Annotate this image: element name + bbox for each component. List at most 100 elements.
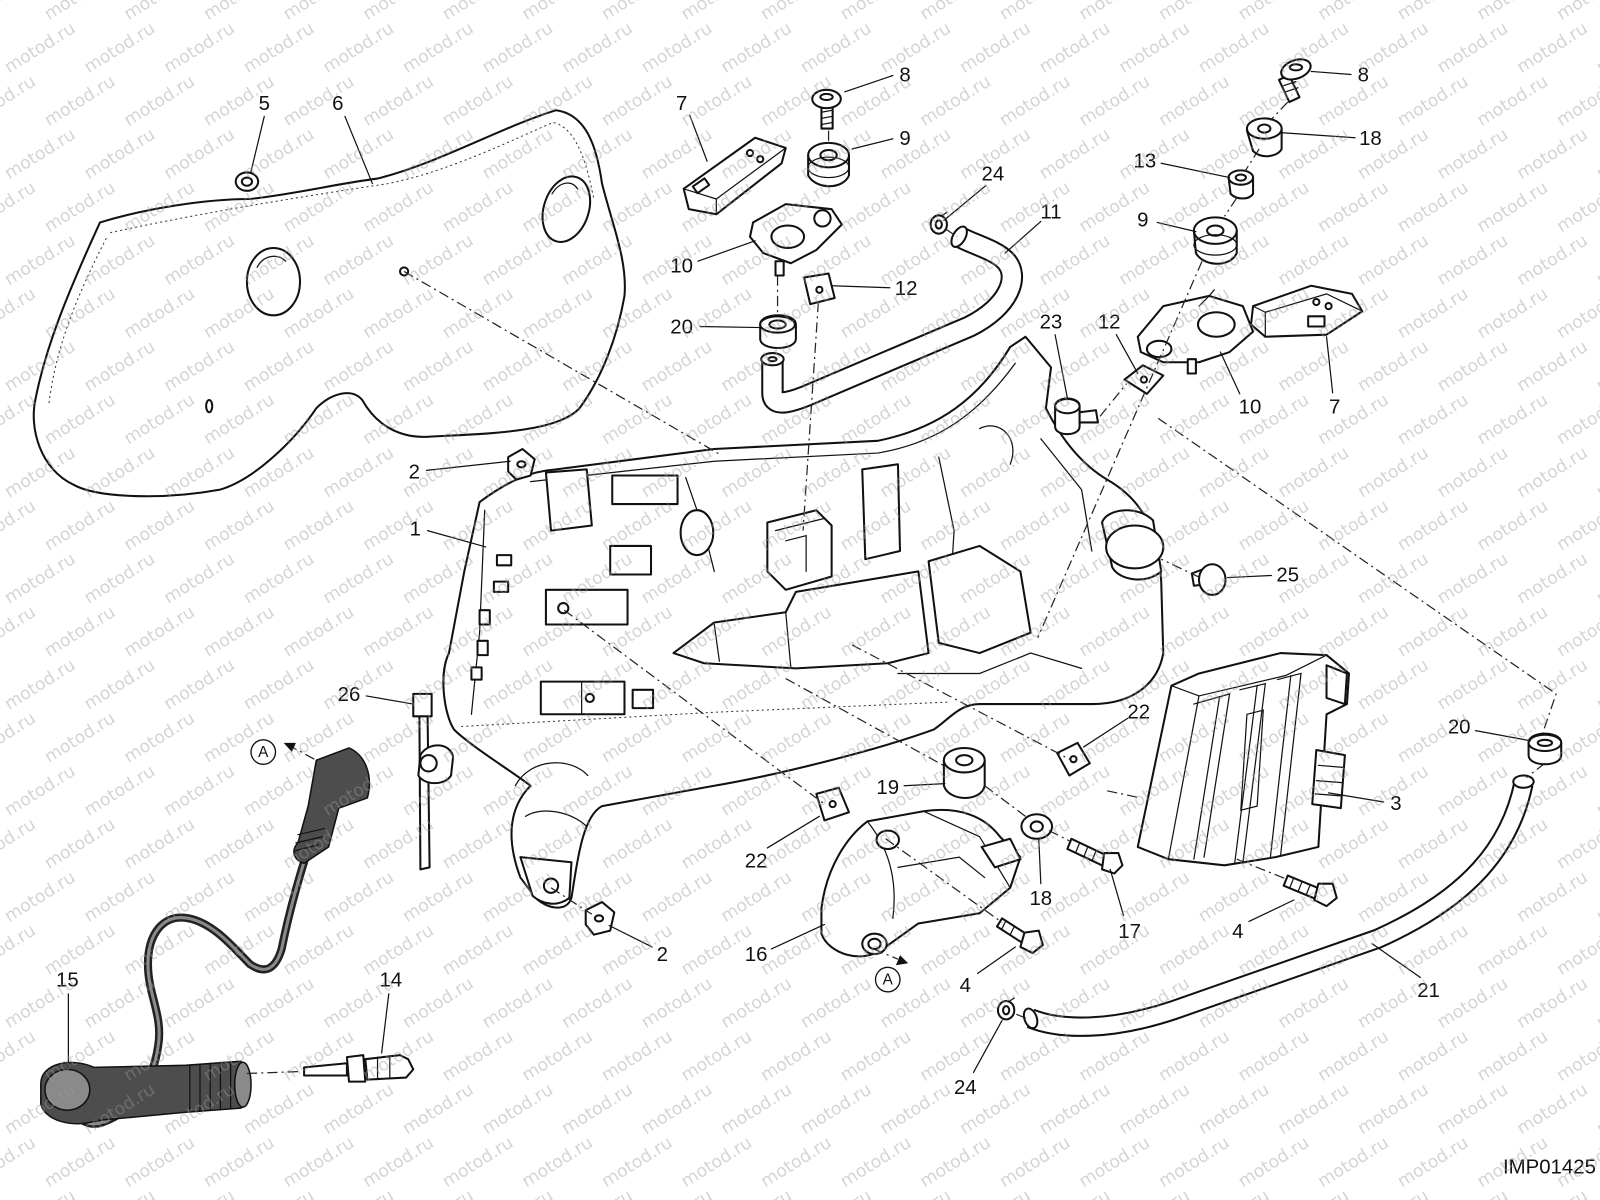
watermark-text: motod.ru bbox=[1593, 549, 1600, 608]
part-7-connector-right bbox=[1250, 284, 1364, 338]
watermark-text: motod.ru bbox=[1155, 602, 1233, 661]
part-13-sleeve bbox=[1227, 169, 1255, 200]
callout-12: 12 bbox=[895, 278, 918, 300]
watermark-text: motod.ru bbox=[797, 19, 875, 78]
watermark-text: motod.ru bbox=[718, 19, 796, 78]
watermark-text: motod.ru bbox=[81, 1186, 159, 1200]
watermark-text: motod.ru bbox=[1394, 284, 1472, 343]
watermark-text: motod.ru bbox=[240, 1186, 318, 1200]
part-5-washer bbox=[234, 171, 260, 192]
watermark-text: motod.ru bbox=[1354, 1080, 1432, 1139]
watermark-text: motod.ru bbox=[240, 19, 318, 78]
watermark-text: motod.ru bbox=[479, 974, 557, 1033]
callout-21: 21 bbox=[1417, 980, 1440, 1002]
watermark-text: motod.ru bbox=[598, 72, 676, 131]
watermark-text: motod.ru bbox=[678, 72, 756, 131]
watermark-text: motod.ru bbox=[678, 0, 756, 25]
watermark-text: motod.ru bbox=[0, 0, 39, 25]
watermark-text: motod.ru bbox=[757, 1133, 835, 1192]
watermark-text: motod.ru bbox=[1076, 0, 1154, 25]
watermark-text: motod.ru bbox=[638, 19, 716, 78]
callout-1: 1 bbox=[410, 519, 421, 541]
callout-6: 6 bbox=[332, 93, 343, 115]
callout-3: 3 bbox=[1390, 793, 1401, 815]
watermark-text: motod.ru bbox=[479, 1080, 557, 1139]
part-25-push-rivet bbox=[1190, 563, 1227, 596]
watermark-text: motod.ru bbox=[956, 19, 1034, 78]
callout-9: 9 bbox=[1137, 210, 1148, 232]
watermark-text: motod.ru bbox=[1434, 443, 1512, 502]
watermark-text: motod.ru bbox=[1513, 868, 1591, 927]
watermark-text: motod.ru bbox=[359, 602, 437, 661]
watermark-text: motod.ru bbox=[0, 1133, 39, 1192]
watermark-text: motod.ru bbox=[1354, 231, 1432, 290]
watermark-text: motod.ru bbox=[81, 761, 159, 820]
watermark-text: motod.ru bbox=[240, 974, 318, 1033]
callout-17: 17 bbox=[1118, 921, 1141, 943]
watermark-text: motod.ru bbox=[1434, 549, 1512, 608]
watermark-text: motod.ru bbox=[1076, 1133, 1154, 1192]
watermark-text: motod.ru bbox=[439, 0, 517, 25]
watermark-text: motod.ru bbox=[558, 1080, 636, 1139]
part-2-clip-lower bbox=[584, 901, 616, 936]
watermark-text: motod.ru bbox=[1513, 1080, 1591, 1139]
part-21-hose bbox=[1022, 774, 1535, 1037]
part-1-tray bbox=[442, 335, 1165, 909]
watermark-text: motod.ru bbox=[1553, 0, 1600, 25]
watermark-text: motod.ru bbox=[797, 974, 875, 1033]
watermark-text: motod.ru bbox=[1593, 655, 1600, 714]
watermark-text: motod.ru bbox=[1275, 1080, 1353, 1139]
watermark-text: motod.ru bbox=[1116, 231, 1194, 290]
watermark-text: motod.ru bbox=[519, 0, 597, 25]
watermark-text: motod.ru bbox=[121, 72, 199, 131]
watermark-text: motod.ru bbox=[1513, 1186, 1591, 1200]
watermark-text: motod.ru bbox=[558, 974, 636, 1033]
watermark-text: motod.ru bbox=[399, 19, 477, 78]
watermark-text: motod.ru bbox=[1394, 815, 1472, 874]
callout-2: 2 bbox=[409, 462, 420, 484]
watermark-text: motod.ru bbox=[718, 1186, 796, 1200]
callout-10: 10 bbox=[1239, 396, 1262, 418]
watermark-text: motod.ru bbox=[0, 602, 39, 661]
watermark-text: motod.ru bbox=[240, 868, 318, 927]
watermark-text: motod.ru bbox=[1434, 974, 1512, 1033]
watermark-text: motod.ru bbox=[359, 1133, 437, 1192]
watermark-text: motod.ru bbox=[41, 708, 119, 767]
watermark-text: motod.ru bbox=[1155, 496, 1233, 555]
callout-14: 14 bbox=[379, 970, 402, 992]
reference-mark-label: A bbox=[883, 972, 894, 989]
watermark-text: motod.ru bbox=[1315, 390, 1393, 449]
watermark-text: motod.ru bbox=[121, 1133, 199, 1192]
watermark-text: motod.ru bbox=[1315, 178, 1393, 237]
watermark-text: motod.ru bbox=[877, 125, 955, 184]
watermark-text: motod.ru bbox=[1553, 921, 1600, 980]
watermark-text: motod.ru bbox=[479, 1186, 557, 1200]
callout-18: 18 bbox=[1359, 128, 1382, 150]
watermark-text: motod.ru bbox=[558, 19, 636, 78]
watermark-text: motod.ru bbox=[1235, 1027, 1313, 1086]
callout-24: 24 bbox=[954, 1077, 977, 1099]
watermark-text: motod.ru bbox=[160, 974, 238, 1033]
part-20-clamp-right bbox=[1527, 732, 1563, 766]
watermark-text: motod.ru bbox=[240, 655, 318, 714]
part-12-clip-nut-left bbox=[803, 272, 836, 306]
watermark-text: motod.ru bbox=[877, 1186, 955, 1200]
watermark-text: motod.ru bbox=[598, 1133, 676, 1192]
watermark-text: motod.ru bbox=[81, 19, 159, 78]
callout-8: 8 bbox=[899, 65, 910, 87]
watermark-text: motod.ru bbox=[1513, 125, 1591, 184]
watermark-text: motod.ru bbox=[1474, 284, 1552, 343]
watermark-text: motod.ru bbox=[280, 602, 358, 661]
watermark-text: motod.ru bbox=[1275, 1186, 1353, 1200]
watermark-text: motod.ru bbox=[598, 815, 676, 874]
part-4-bolt-ecu bbox=[1282, 874, 1338, 908]
watermark-text: motod.ru bbox=[837, 1133, 915, 1192]
watermark-text: motod.ru bbox=[1474, 1027, 1552, 1086]
leader-lines bbox=[67, 70, 1532, 1074]
callout-20: 20 bbox=[670, 317, 693, 339]
part-4-bolt-lower bbox=[995, 917, 1044, 955]
watermark-text: motod.ru bbox=[0, 1027, 39, 1086]
watermark-text: motod.ru bbox=[638, 868, 716, 927]
watermark-text: motod.ru bbox=[956, 1186, 1034, 1200]
watermark-text: motod.ru bbox=[1036, 19, 1114, 78]
